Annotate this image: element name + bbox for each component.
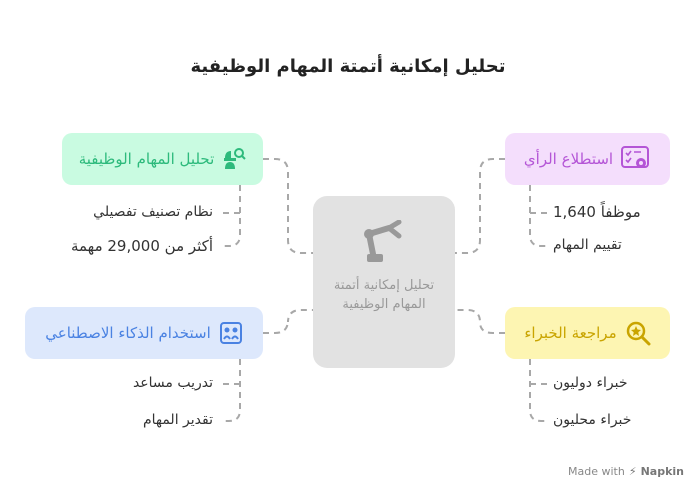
- list-item: خبراء دوليون: [553, 375, 628, 391]
- list-item: تقدير المهام: [142, 412, 213, 428]
- person-search-icon: [224, 148, 246, 169]
- branch-label: مراجعة الخبراء: [524, 324, 617, 342]
- napkin-logo-icon: ⚡: [628, 465, 637, 478]
- robot-people-icon: [219, 322, 242, 344]
- list-item: أكثر من 29,000 مهمة: [70, 237, 213, 255]
- connector-ai: [263, 309, 313, 334]
- brand-name: Napkin: [640, 465, 684, 478]
- robot-arm-icon: [364, 220, 402, 262]
- diagram-title: تحليل إمكانية أتمتة المهام الوظيفية: [190, 56, 506, 77]
- connector-experts: [455, 309, 505, 334]
- branch-label: تحليل المهام الوظيفية: [78, 150, 215, 168]
- list-item: خبراء محليون: [553, 412, 632, 428]
- list-item: موظفاً 1,640: [553, 203, 641, 221]
- list-item: نظام تصنيف تفصيلي: [93, 204, 213, 220]
- list-item: تقييم المهام: [553, 237, 622, 253]
- branch-job-analysis: تحليل المهام الوظيفية: [62, 133, 263, 185]
- footer-attribution[interactable]: Made with ⚡ Napkin: [568, 465, 684, 478]
- survey-gear-icon: [621, 146, 650, 168]
- branch-experts: مراجعة الخبراء: [505, 307, 670, 359]
- made-with-text: Made with: [568, 465, 625, 478]
- star-search-icon: [626, 321, 651, 346]
- center-node: تحليل إمكانية أتمتة المهام الوظيفية: [313, 196, 455, 368]
- center-label: تحليل إمكانية أتمتة المهام الوظيفية: [333, 278, 435, 312]
- branch-ai: استخدام الذكاء الاصطناعي: [25, 307, 263, 359]
- connector-survey: [455, 158, 505, 254]
- branch-label: استطلاع الرأي: [523, 150, 614, 168]
- list-item: تدريب مساعد: [132, 375, 213, 391]
- branch-survey: استطلاع الرأي: [505, 133, 670, 185]
- connector-job-analysis: [263, 158, 313, 254]
- branch-label: استخدام الذكاء الاصطناعي: [45, 324, 211, 342]
